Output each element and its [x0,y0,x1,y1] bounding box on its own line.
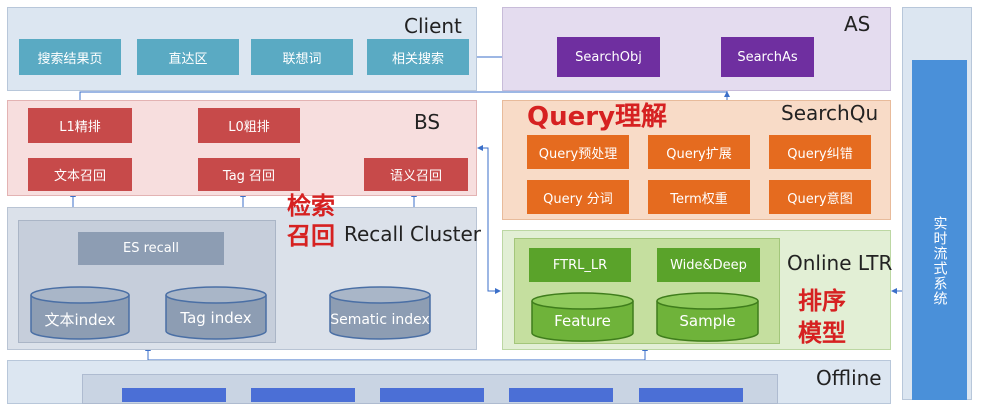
text-index-label: 文本index [44,311,116,329]
offline-module-3[interactable] [380,388,484,402]
as-title: AS [844,12,871,36]
query-preprocess-button[interactable]: Query预处理 [527,135,629,169]
sample-store-label: Sample [679,312,736,330]
text-recall-button[interactable]: 文本召回 [28,158,132,191]
offline-title: Offline [816,366,882,390]
query-segment-button[interactable]: Query 分词 [527,180,629,214]
client-suggest-button[interactable]: 联想词 [251,39,353,75]
wide-deep-button[interactable]: Wide&Deep [657,248,760,282]
client-title: Client [404,14,462,38]
sematic-index-label: Sematic index [330,312,430,328]
retrieval-recall-title-line2: 召回 [287,222,335,250]
semantic-recall-button[interactable]: 语义召回 [364,158,468,191]
search-as-button[interactable]: SearchAs [721,37,814,77]
offline-module-1[interactable] [122,388,226,402]
sample-store-cylinder [656,292,759,342]
query-correct-button[interactable]: Query纠错 [769,135,871,169]
ftrl-lr-button[interactable]: FTRL_LR [529,248,631,282]
as-panel [502,7,891,91]
client-search-results-button[interactable]: 搜索结果页 [19,39,121,75]
realtime-stream-bar[interactable]: 实时流式系统 [912,60,967,400]
search-obj-button[interactable]: SearchObj [557,37,660,77]
ranking-model-title-line2: 模型 [798,319,846,347]
recall-cluster-title: Recall Cluster [344,222,482,246]
query-understanding-title: Query理解 [527,102,668,132]
tag-index-cylinder [165,286,267,340]
tag-recall-button[interactable]: Tag 召回 [198,158,300,191]
l0-rank-button[interactable]: L0粗排 [198,108,300,143]
retrieval-recall-title-line1: 检索 [287,192,335,220]
es-recall-button[interactable]: ES recall [78,232,224,265]
text-index-cylinder [30,286,130,340]
client-related-search-button[interactable]: 相关搜索 [367,39,469,75]
feature-store-label: Feature [554,312,611,330]
offline-module-4[interactable] [509,388,613,402]
offline-module-5[interactable] [639,388,743,402]
sematic-index-cylinder [329,286,431,340]
l1-rank-button[interactable]: L1精排 [28,108,132,143]
client-direct-zone-button[interactable]: 直达区 [137,39,239,75]
tag-index-label: Tag index [180,309,252,327]
online-ltr-title: Online LTR [787,251,893,275]
search-qu-title: SearchQu [781,101,879,125]
query-intent-button[interactable]: Query意图 [769,180,871,214]
ranking-model-title-line1: 排序 [798,287,846,315]
query-expand-button[interactable]: Query扩展 [648,135,750,169]
term-weight-button[interactable]: Term权重 [648,180,750,214]
offline-module-2[interactable] [251,388,355,402]
realtime-stream-label: 实时流式系统 [931,216,948,306]
bs-title: BS [414,110,441,134]
feature-store-cylinder [531,292,634,342]
